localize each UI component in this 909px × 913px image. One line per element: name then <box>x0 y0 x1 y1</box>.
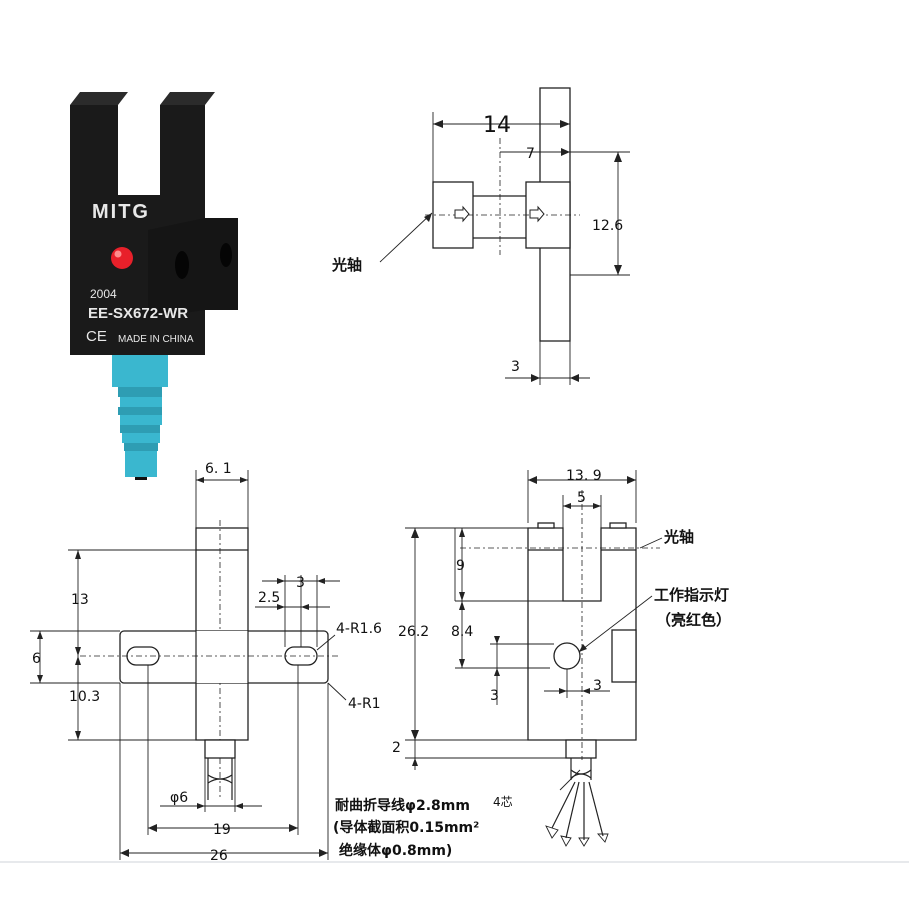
dim-side-cable-dia: φ6 <box>170 790 188 806</box>
photo-model: EE-SX672-WR <box>88 305 188 322</box>
wire-bundle-icon <box>545 781 609 847</box>
cable-note-line2: (导体截面积0.15mm² <box>333 819 479 836</box>
dim-side-lower: 10.3 <box>69 689 100 705</box>
photo-code: 2004 <box>90 287 117 301</box>
top-optical-axis-label: 光轴 <box>331 256 362 274</box>
dim-top-width: 14 <box>483 113 511 138</box>
cable-note-cores: 4芯 <box>493 795 513 809</box>
mount-hole-icon <box>175 251 189 279</box>
beam-arrow-icon <box>529 205 545 223</box>
photo-origin: MADE IN CHINA <box>118 334 194 345</box>
dim-front-slot: 5 <box>577 490 586 506</box>
dim-front-bottom: 2 <box>392 740 401 756</box>
dim-side-hole-spacing: 3 <box>296 575 305 591</box>
dim-top-half: 7 <box>526 146 535 162</box>
side-view: 6. 1 3 2.5 13 10.3 6 4-R1.6 4-R1 φ6 <box>30 461 382 864</box>
dim-top-height: 12.6 <box>592 218 623 234</box>
cable-boot <box>112 355 168 477</box>
indicator-color-label: （亮红色） <box>656 611 731 629</box>
label-hole-radius: 4-R1.6 <box>336 621 382 637</box>
dim-front-slot-depth: 9 <box>456 558 465 574</box>
dim-front-indicator-height: 8.4 <box>451 624 473 640</box>
beam-arrow-icon <box>454 205 470 223</box>
top-view: 14 7 12.6 3 光轴 <box>331 87 630 385</box>
indicator-led-icon <box>553 642 581 670</box>
photo-ce-mark: CE <box>86 328 107 345</box>
dim-front-total-height: 26.2 <box>398 624 429 640</box>
front-view: 13. 9 5 26.2 9 8.4 3 3 <box>392 468 731 847</box>
dim-front-width: 13. 9 <box>566 468 602 484</box>
cable-note-line3: 绝缘体φ0.8mm) <box>339 842 452 859</box>
photo-brand: MITG <box>92 201 150 223</box>
label-corner-radius: 4-R1 <box>348 696 381 712</box>
indicator-label: 工作指示灯 <box>654 586 729 604</box>
dim-side-flange: 6 <box>32 651 41 667</box>
dim-top-thickness: 3 <box>511 359 520 375</box>
front-optical-axis-label: 光轴 <box>663 528 694 546</box>
dim-front-indicator-offset-h: 3 <box>593 678 602 694</box>
mount-hole-icon <box>220 243 232 267</box>
cable-note-line1: 耐曲折导线φ2.8mm <box>335 797 470 814</box>
dim-side-total-width: 26 <box>210 848 228 864</box>
dim-side-hole-pitch: 19 <box>213 822 231 838</box>
dim-side-hole-offset: 2.5 <box>258 590 280 606</box>
product-photo: MITG 2004 EE-SX672-WR CE MADE IN CHINA <box>70 92 238 480</box>
dim-front-indicator-offset-v: 3 <box>490 688 499 704</box>
led-icon <box>111 247 133 269</box>
dim-side-upper: 13 <box>71 592 89 608</box>
dim-side-top-width: 6. 1 <box>205 461 232 477</box>
front-view-side-block <box>611 629 637 683</box>
cable-note: 耐曲折导线φ2.8mm 4芯 (导体截面积0.15mm² 绝缘体φ0.8mm) <box>333 795 513 859</box>
